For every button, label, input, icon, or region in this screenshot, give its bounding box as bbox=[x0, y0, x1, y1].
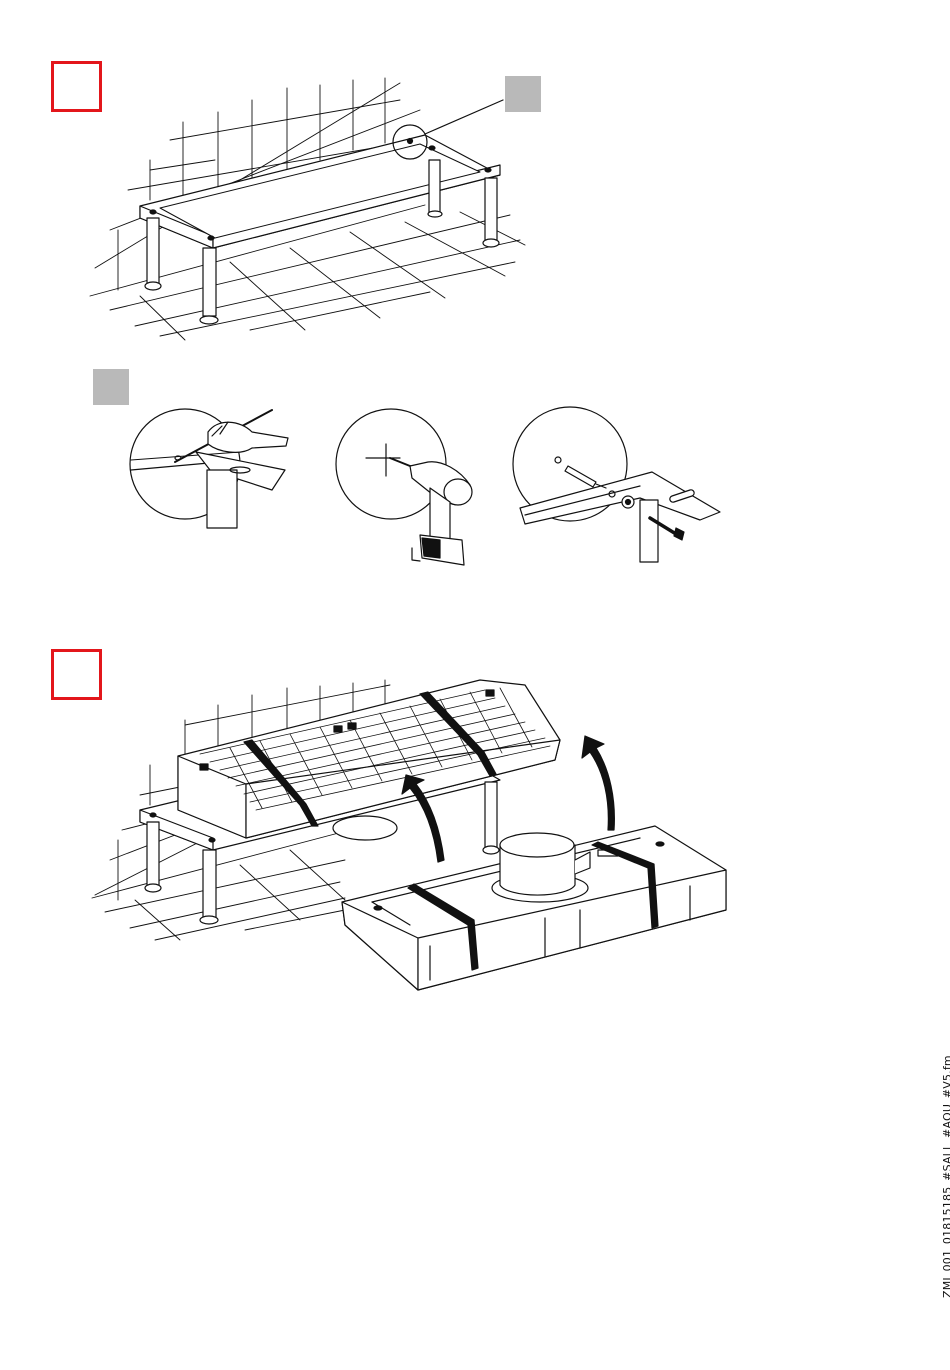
frame-leg bbox=[203, 248, 216, 316]
detail-screw-illustration bbox=[513, 407, 720, 562]
file-reference-label: ZMI_001_01815185_#SALL_#AQU_#V5.fm bbox=[941, 1055, 950, 1298]
detail-mark-illustration bbox=[130, 409, 288, 528]
frame-leg bbox=[429, 160, 440, 212]
detail-drill-illustration bbox=[336, 409, 472, 565]
frame-leg bbox=[147, 218, 159, 284]
frame-leg bbox=[485, 178, 497, 240]
lift-tray-illustration bbox=[92, 680, 726, 990]
lift-arrow-right bbox=[582, 736, 614, 830]
stand-frame-illustration bbox=[90, 78, 525, 340]
